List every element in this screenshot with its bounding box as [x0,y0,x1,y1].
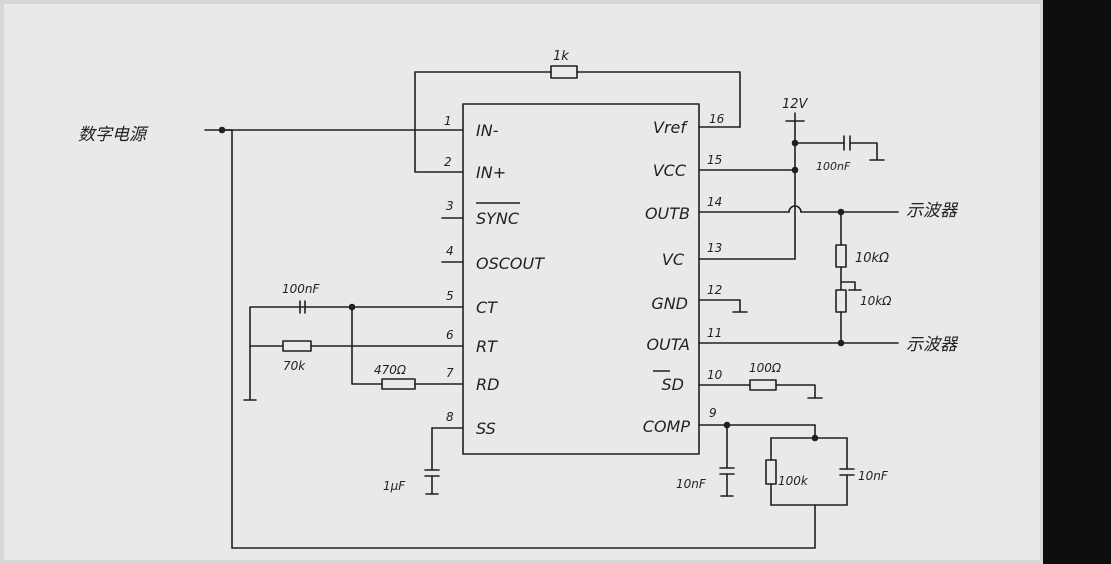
pin-16-name: Vref [653,118,688,137]
paper-sheet [4,4,1040,560]
junction-comp [723,421,731,429]
in-plus-link [414,129,433,173]
c-ct-label: 100nF [282,282,321,296]
c-ss-label: 1μF [383,479,406,493]
r-comp-label: 100k [778,474,809,488]
junction-comp-rc [811,434,819,442]
junction-ct [348,303,356,311]
pin-9-number: 9 [709,406,717,420]
r-feedback-label: 1k [553,49,569,64]
pin-1-name: IN- [476,121,499,140]
r-sd-label: 100Ω [749,361,782,375]
component-labels: 数字电源 1k 12V 100nF 示波器 示波器 10kΩ 10kΩ 100n… [78,49,959,493]
divider-ground-tap [840,281,856,291]
pin-13-number: 13 [707,241,722,255]
r-rt-label: 70k [283,359,306,373]
pin-3-number: 3 [446,199,454,213]
pin-8-number: 8 [446,410,454,424]
r-div-bottom-label: 10kΩ [860,294,892,308]
pin-4-name: OSCOUT [476,254,545,273]
pin-14-name: OUTB [645,204,690,223]
pin-2-name: IN+ [476,163,506,182]
r-div-top-label: 10kΩ [855,251,889,266]
pin-10-number: 10 [707,368,723,382]
c-comp-label: 10nF [676,477,707,491]
ic-left-labels: IN- IN+ SYNC OSCOUT CT RT RD SS [476,121,545,438]
out-top-label: 示波器 [906,201,959,221]
pin-2-number: 2 [444,155,452,169]
r-rd-body [381,378,416,390]
pin-1-number: 1 [444,114,452,128]
pin-6-name: RT [476,337,498,356]
pin-5-name: CT [476,298,498,317]
pin-16-number: 16 [709,112,725,126]
junction-vcc-cap [791,139,799,147]
ct-wire [249,306,353,401]
supply-label: 12V [782,97,809,112]
pin-3-name: SYNC [476,209,520,228]
c-comp2-label: 10nF [858,469,889,483]
pin-11-name: OUTA [646,335,690,354]
pin-13-name: VC [662,250,685,269]
r-sd-wire [775,384,816,399]
pin-10-name: SD [662,375,684,394]
pin-12-number: 12 [707,283,722,297]
pin-7-name: RD [476,375,499,394]
pin-15-number: 15 [707,153,722,167]
dark-edge-band [1043,0,1111,564]
junction-vcc [791,166,799,174]
return-wire [221,129,816,549]
junction-outb [837,208,845,216]
c-vcc-label: 100nF [816,160,851,173]
pin-8-name: SS [476,419,496,438]
pin-7-number: 7 [446,366,454,380]
ic-body [462,103,700,455]
pin-9-name: COMP [643,417,691,436]
r-rt-wire-right [310,345,383,385]
ic-left-pin-numbers: 1 2 3 4 5 6 7 8 [444,114,454,424]
pin-6-number: 6 [446,328,454,342]
wiring [204,65,899,549]
feedback-wire-left [414,71,552,131]
feedback-wire-right [576,71,741,128]
ic-right-labels: Vref VCC OUTB VC GND OUTA SD COMP [643,118,691,436]
input-source-label: 数字电源 [78,125,149,145]
r-rd-label: 470Ω [374,363,407,377]
pin-12-name: GND [651,294,688,313]
pin-11-number: 11 [707,326,722,340]
pin-5-number: 5 [446,289,454,303]
pin-15-name: VCC [653,161,687,180]
junction-input [218,126,226,134]
ic-right-pin-numbers: 16 15 14 13 12 11 10 9 [707,112,725,420]
junction-outa [837,339,845,347]
pin-14-number: 14 [707,195,722,209]
pin-4-number: 4 [446,244,454,258]
c-vcc-wire-right [849,142,878,161]
out-bottom-label: 示波器 [906,335,959,355]
